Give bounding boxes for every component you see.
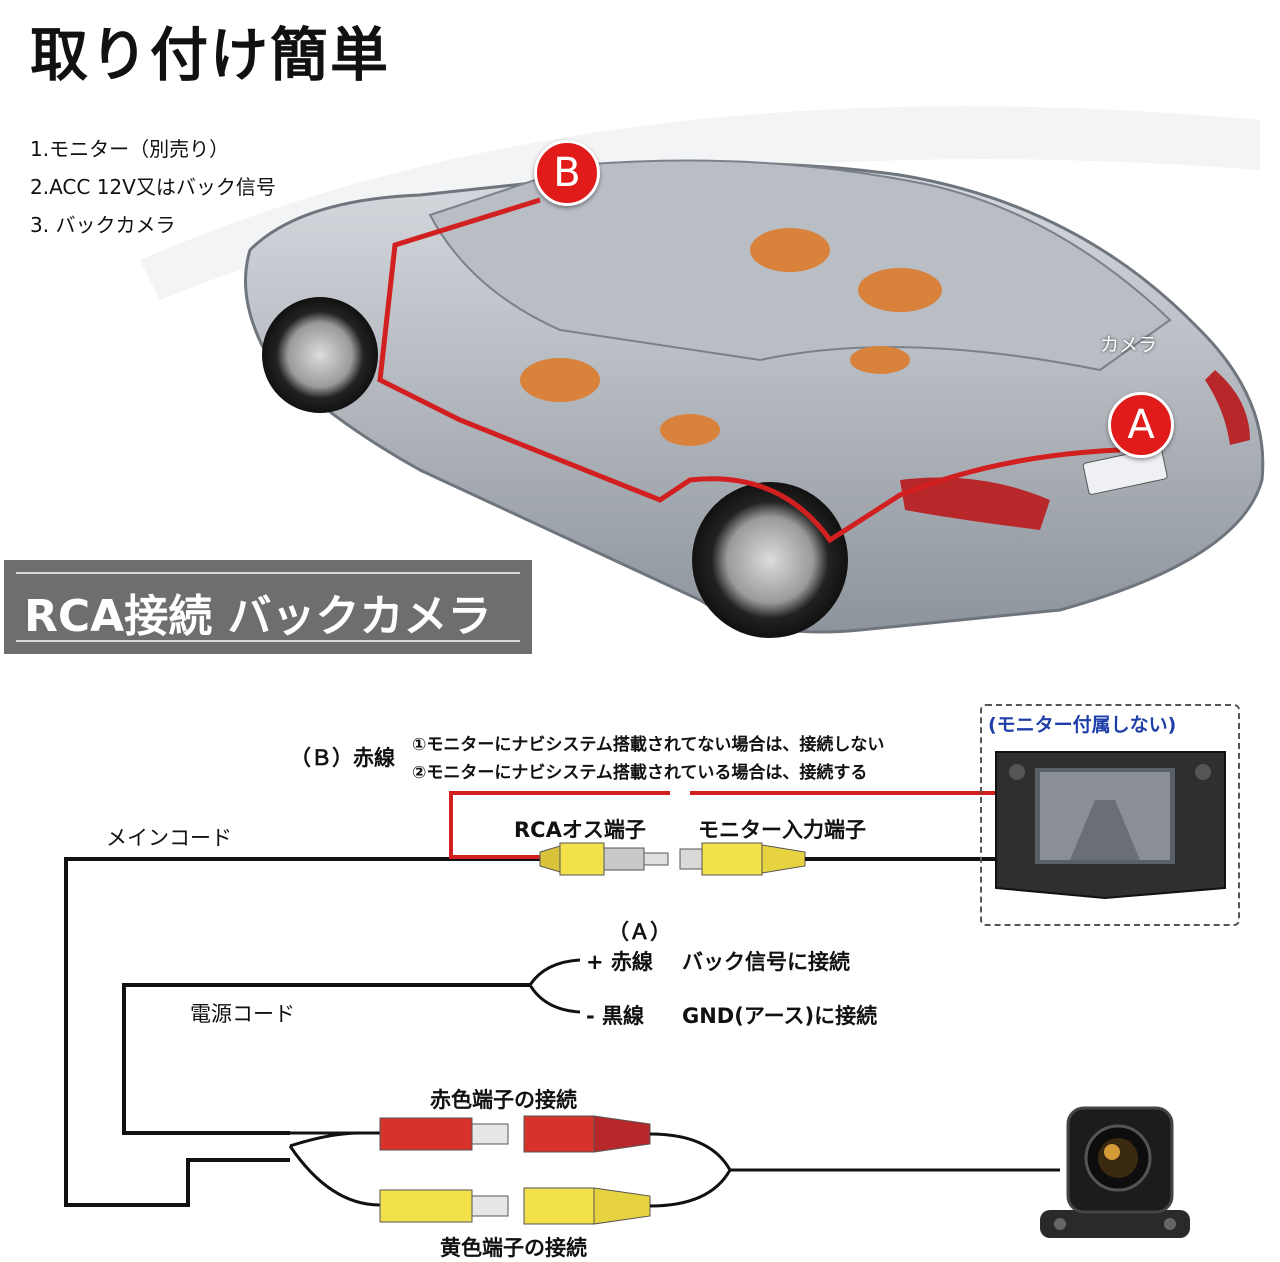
plus-red-label: + 赤線 (586, 950, 653, 974)
b-note-2: ②モニターにナビシステム搭載されている場合は、接続する (412, 763, 868, 783)
rear-wheel (692, 482, 848, 638)
car-illustration (140, 106, 1265, 638)
front-wheel (262, 297, 378, 413)
marker-a: A (1108, 392, 1174, 458)
camera-label: カメラ (1100, 334, 1158, 356)
power-cord-wire (122, 983, 530, 1135)
wire-route (377, 197, 1121, 544)
plus-red-desc: バック信号に接続 (682, 950, 850, 974)
red-wire-b (449, 791, 670, 859)
step-monitor: 1.モニター（別売り） (30, 137, 230, 161)
monitor-input-plug (679, 842, 806, 876)
b-note-1: ①モニターにナビシステム搭載されてない場合は、接続しない (412, 735, 885, 755)
rca-male-plug (539, 842, 669, 876)
main-cord-wire (64, 857, 540, 1207)
b-wire-label: （Ｂ）赤線 (290, 746, 395, 770)
main-cord-label: メインコード (106, 826, 232, 850)
camera-split (288, 1131, 381, 1207)
red-terminal-label: 赤色端子の接続 (430, 1088, 577, 1112)
back-camera (1040, 1106, 1190, 1238)
banner-text: RCA接続 バックカメラ (24, 591, 492, 642)
monitor-frame (980, 704, 1240, 926)
monitor-input-label: モニター入力端子 (698, 818, 866, 842)
steps-list: 1.モニター（別売り） 2.ACC 12V又はバック信号 3. バックカメラ (30, 130, 276, 244)
monitor-unit (995, 751, 1226, 900)
monitor-note: (モニター付属しない) (988, 714, 1177, 736)
yellow-terminal-label: 黄色端子の接続 (440, 1236, 587, 1260)
marker-b: B (534, 140, 600, 206)
minus-black-desc: GND(アース)に接続 (682, 1004, 878, 1028)
banner: RCA接続 バックカメラ (4, 560, 532, 654)
step-camera: 3. バックカメラ (30, 213, 176, 237)
red-rca-plug-right (523, 1115, 651, 1153)
rca-male-label: RCAオス端子 (514, 818, 646, 842)
red-rca-plug-left (379, 1117, 509, 1151)
minus-black-label: - 黒線 (586, 1004, 645, 1028)
power-split (528, 958, 581, 1014)
yellow-rca-plug-right (523, 1187, 651, 1225)
yellow-rca-plug-left (379, 1189, 509, 1223)
a-label: （Ａ） (608, 920, 671, 944)
page-title: 取り付け簡単 (30, 21, 391, 89)
power-cord-label: 電源コード (190, 1002, 295, 1026)
step-acc: 2.ACC 12V又はバック信号 (30, 175, 276, 199)
